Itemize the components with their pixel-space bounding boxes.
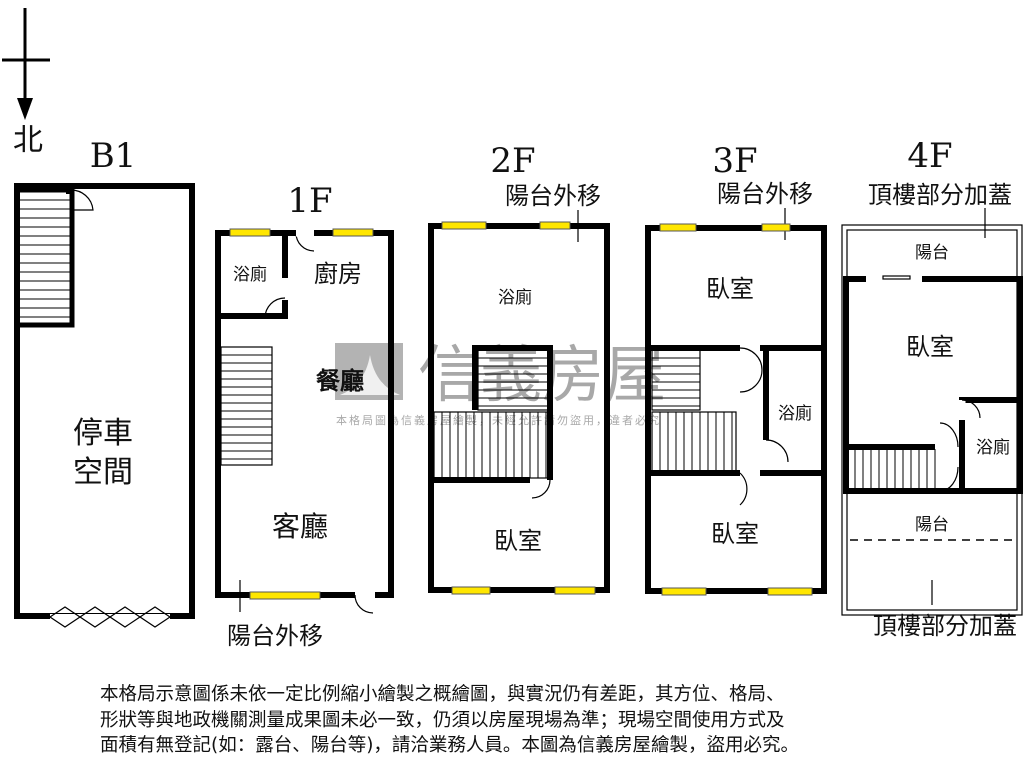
room-dining: 餐廳 [316,367,364,395]
stairs-icon [854,449,936,489]
disclaimer-line: 本格局示意圖係未依一定比例縮小繪製之概繪圖，與實況仍有差距，其方位、格局、 [100,684,785,705]
floor-title: 3F [712,141,757,181]
door-icon [264,297,286,319]
stairs-icon [220,346,273,466]
window [249,591,321,600]
balcony-note: 陽台外移 [717,180,813,208]
room-balcony: 陽台 [915,243,949,263]
addition-note-bottom: 頂樓部分加蓋 [873,612,1017,640]
floor-3f: 3F 陽台外移 臥室 浴廁 臥室 [645,141,827,596]
room-parking-2: 空間 [73,455,133,490]
room-bedroom: 臥室 [906,333,954,361]
window [659,223,697,232]
disclaimer: 本格局示意圖係未依一定比例縮小繪製之概繪圖，與實況仍有差距，其方位、格局、 形狀… [100,682,799,759]
disclaimer-line: 形狀等與地政機關測量成果圖未必一致，仍須以房屋現場為準；現場空間使用方式及 [100,709,785,731]
north-arrow-icon [2,8,50,120]
garage-door-icon [49,606,171,628]
floor-2f: 2F 陽台外移 浴廁 臥室 [428,141,610,595]
room-living: 客廳 [272,510,328,543]
door-icon [531,479,551,499]
addition-note-top: 頂樓部分加蓋 [868,181,1012,209]
door-icon [739,472,748,506]
stairs-icon [19,187,75,328]
door-icon [939,422,959,492]
window [229,228,271,237]
floor-title: B1 [90,136,137,176]
stairs-icon [651,349,737,472]
room-bedroom: 臥室 [711,520,759,548]
room-balcony: 陽台 [915,515,949,535]
window [539,221,571,230]
door-icon [765,439,789,463]
room-kitchen: 廚房 [314,260,362,288]
floor-title: 1F [287,181,332,221]
stairs-icon [433,349,549,479]
room-bathroom: 浴廁 [498,287,532,308]
room-bathroom: 浴廁 [778,403,812,424]
floor-4f: 4F 頂樓部分加蓋 陽台 臥室 浴廁 陽台 頂樓部分加蓋 [841,136,1023,640]
window [761,223,791,232]
window [441,221,487,230]
floor-b1: B1 停車 空間 [14,136,195,628]
window [554,586,596,595]
north-label: 北 [13,123,43,158]
window [332,228,374,237]
floor-title: 4F [907,136,952,176]
window [767,587,813,596]
sliding-door-icon [882,275,911,280]
window [661,587,707,596]
floor-title: 2F [490,141,535,181]
room-bathroom: 浴廁 [233,264,267,285]
door-icon [961,399,981,419]
disclaimer-line: 面積有無登記(如：露台、陽台等)，請洽業務人員。本圖為信義房屋繪製，盜用必究。 [100,735,799,756]
door-icon [739,347,763,393]
door-icon [354,594,374,614]
room-bedroom: 臥室 [706,275,754,303]
room-bedroom: 臥室 [494,527,542,555]
room-parking-1: 停車 [73,416,133,451]
window [451,586,491,595]
floor-1f: 1F 浴廁 廚房 餐廳 客廳 陽台外移 [215,181,394,650]
balcony-note: 陽台外移 [227,622,323,650]
balcony-note: 陽台外移 [505,182,601,210]
floor-plan: 信義房屋 本格局圖為信義房屋繪製，未經允許請勿盜用，違者必究 北 B1 停車 空… [2,8,1023,650]
room-bathroom: 浴廁 [976,437,1010,458]
